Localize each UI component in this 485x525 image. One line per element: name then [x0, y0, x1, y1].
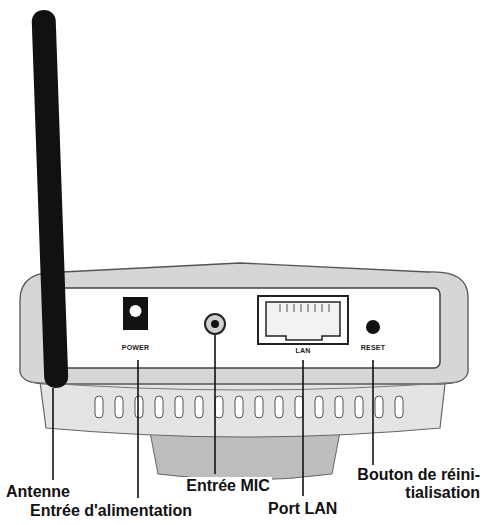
port-name: POWER: [122, 344, 149, 352]
housing: [20, 263, 468, 384]
mic-jack-hole: [211, 320, 219, 328]
part-label: Port LAN: [266, 500, 339, 518]
power-jack-hole: [130, 305, 142, 317]
camera-base: [150, 432, 340, 480]
port-name: RESET: [361, 344, 385, 352]
part-label: Entrée d'alimentation: [28, 502, 194, 520]
antenna: [31, 10, 68, 389]
port-name: LAN: [296, 347, 311, 355]
housing-lip: [30, 382, 458, 390]
mic-jack: [205, 314, 225, 334]
reset-button: [366, 320, 380, 334]
connector-panel: [45, 288, 440, 368]
power-jack: [123, 297, 148, 330]
part-label: Antenne: [4, 483, 72, 501]
vents: [95, 396, 403, 418]
lan-pins: [280, 304, 329, 312]
lan-port: [258, 296, 348, 344]
part-label: Bouton de réini- tialisation: [338, 466, 482, 501]
part-label: Entrée MIC: [184, 477, 272, 495]
leader-lines: [53, 335, 373, 498]
lan-socket: [266, 302, 340, 340]
